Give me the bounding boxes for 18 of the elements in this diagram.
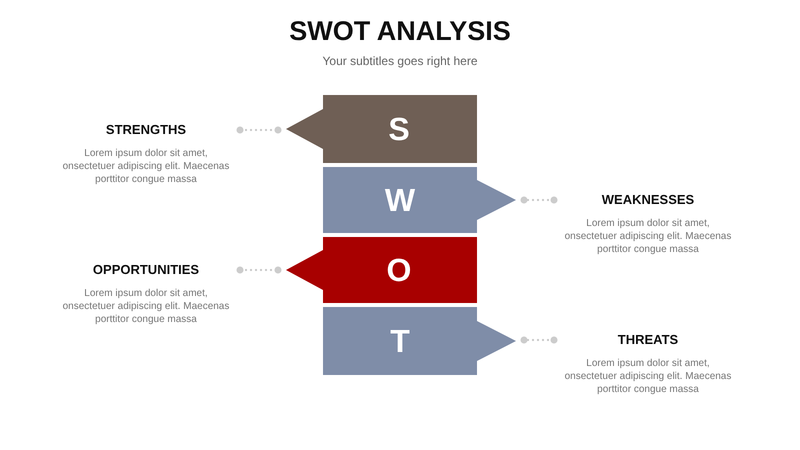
leader-line [236, 126, 282, 134]
swot-arrow-block: W [323, 167, 516, 233]
swot-arrow-block: S [286, 95, 477, 163]
heading-text: STRENGTHS [104, 122, 188, 137]
body-text: Lorem ipsum dolor sit amet, onsectetuer adipiscing elit. Maecenas porttitor congue massa [62, 287, 230, 326]
heading-text: OPPORTUNITIES [92, 262, 200, 277]
swot-arrow-block: O [286, 237, 477, 303]
swot-arrow-block: T [323, 307, 516, 375]
title-text: SWOT ANALYSIS [288, 16, 512, 47]
heading-text: WEAKNESSES [600, 192, 696, 207]
leader-line [236, 266, 282, 274]
body-text: Lorem ipsum dolor sit amet, onsectetuer adipiscing elit. Maecenas porttitor congue massa [564, 217, 732, 256]
subtitle-text: Your subtitles goes right here [322, 54, 478, 68]
heading-text: THREATS [616, 332, 680, 347]
body-text: Lorem ipsum dolor sit amet, onsectetuer adipiscing elit. Maecenas porttitor congue massa [564, 357, 732, 396]
leader-line [520, 196, 558, 204]
body-text: Lorem ipsum dolor sit amet, onsectetuer adipiscing elit. Maecenas porttitor congue massa [62, 147, 230, 186]
leader-line [520, 336, 558, 344]
